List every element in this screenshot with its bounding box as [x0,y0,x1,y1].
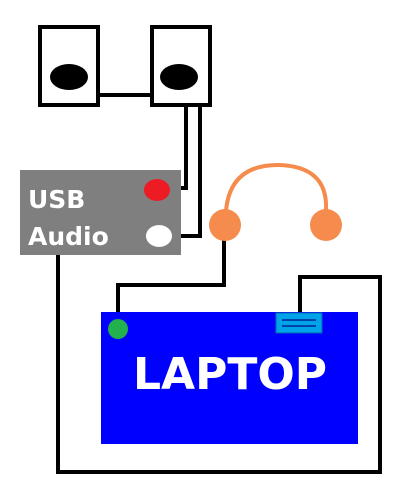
headphones [209,162,342,241]
usb-audio-label-line2: Audio [28,222,109,251]
headphone-to-mic-cable [116,236,226,325]
usb-cable [56,254,382,474]
white-jack-icon [146,225,172,247]
headphone-right-cup-icon [310,209,342,241]
red-jack-icon [144,179,170,201]
laptop: LAPTOP [101,312,358,444]
speaker-right [150,25,212,107]
mic-jack-icon [108,319,128,339]
speaker-right-cone-icon [160,64,198,90]
speaker-left [38,25,100,107]
cables [56,93,382,474]
speaker-left-cone-icon [50,64,88,90]
laptop-label: LAPTOP [133,349,327,400]
usb-audio-box: USB Audio [20,170,181,255]
headphone-band [224,162,329,212]
usb-port-icon [275,312,323,334]
usb-audio-label-line1: USB [28,185,85,214]
headphone-left-cup-icon [209,209,241,241]
